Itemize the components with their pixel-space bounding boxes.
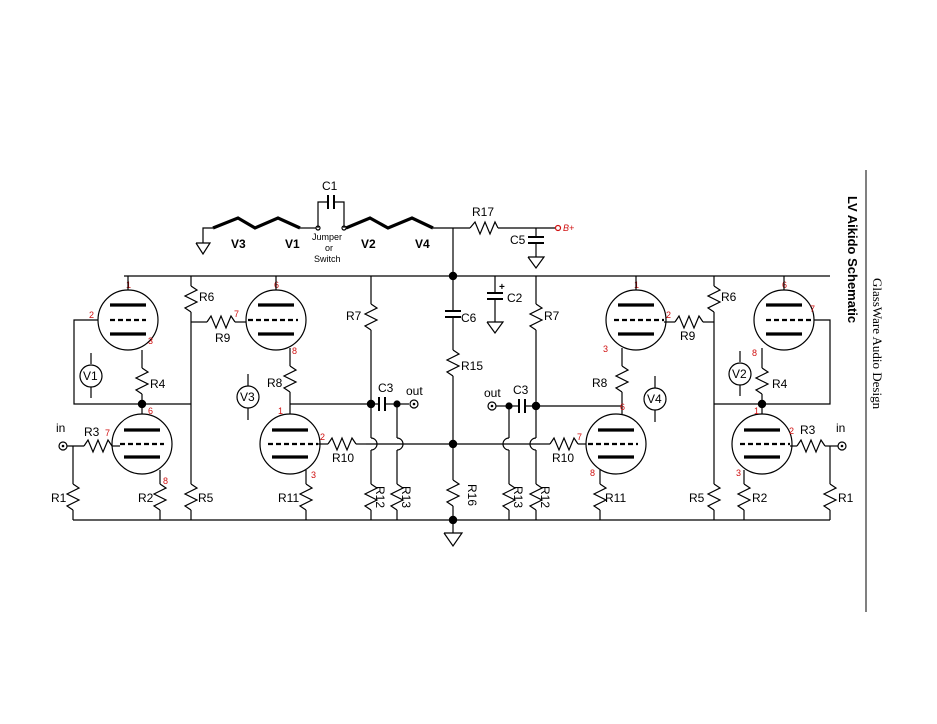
heater-string: V3 V1 V2 V4 C1 Jumper or Switch — [195, 179, 470, 264]
heater-label-v3: V3 — [231, 237, 246, 251]
label-r4-right: R4 — [772, 377, 788, 391]
jumper-text-1: Jumper — [312, 232, 342, 242]
label-r12-left: R12 — [373, 486, 387, 508]
ground-symbol-c2 — [486, 321, 505, 335]
jumper-text-2: or — [325, 243, 333, 253]
label-v1: V1 — [83, 369, 98, 383]
svg-text:3: 3 — [148, 336, 153, 346]
ground-symbol — [195, 242, 212, 256]
label-r1-left: R1 — [51, 491, 67, 505]
svg-text:1: 1 — [754, 406, 759, 416]
heater-label-v1: V1 — [285, 237, 300, 251]
label-r8-left: R8 — [267, 376, 283, 390]
bplus-label: B+ — [563, 223, 574, 233]
tube-v1-top: 1 2 3 — [89, 280, 159, 351]
svg-text:6: 6 — [148, 406, 153, 416]
label-r2-right: R2 — [752, 491, 768, 505]
label-r17: R17 — [472, 205, 494, 219]
label-r6-left: R6 — [199, 290, 215, 304]
label-r10-left: R10 — [332, 451, 354, 465]
svg-text:8: 8 — [590, 468, 595, 478]
svg-text:8: 8 — [163, 476, 168, 486]
svg-text:3: 3 — [736, 468, 741, 478]
label-r16: R16 — [465, 484, 479, 506]
label-v2: V2 — [732, 367, 747, 381]
ground-symbol-main — [443, 532, 464, 548]
label-r12-right: R12 — [538, 486, 552, 508]
output-label-left: out — [406, 384, 423, 398]
tube-v4-top: 1 2 3 — [603, 280, 671, 354]
company-name: GlassWare Audio Design — [870, 278, 885, 410]
label-r5-right: R5 — [689, 491, 705, 505]
tube-v2-top: 6 7 8 — [752, 280, 815, 358]
input-label-right: in — [836, 421, 845, 435]
output-label-right: out — [484, 386, 501, 400]
heater-label-v4: V4 — [415, 237, 430, 251]
label-v4: V4 — [647, 392, 662, 406]
svg-text:8: 8 — [752, 348, 757, 358]
svg-text:6: 6 — [620, 402, 625, 412]
label-r11-right: R11 — [605, 491, 626, 505]
svg-text:8: 8 — [292, 346, 297, 356]
label-r4-left: R4 — [150, 377, 166, 391]
svg-text:+: + — [499, 282, 505, 293]
ground-symbol-c5 — [527, 256, 546, 270]
svg-text:2: 2 — [89, 310, 94, 320]
tube-v1-bottom: 6 7 8 — [105, 406, 173, 486]
svg-text:2: 2 — [666, 310, 671, 320]
svg-text:2: 2 — [789, 426, 794, 436]
label-r7-right: R7 — [544, 309, 560, 323]
label-r7-left: R7 — [346, 309, 362, 323]
capacitor-c2: + C2 — [486, 276, 523, 335]
label-r10-right: R10 — [552, 451, 574, 465]
label-r2-left: R2 — [138, 491, 154, 505]
label-r1-right: R1 — [838, 491, 854, 505]
label-r8-right: R8 — [592, 376, 608, 390]
power-rail — [73, 271, 830, 548]
svg-text:7: 7 — [810, 304, 815, 314]
label-r9-left: R9 — [215, 331, 231, 345]
label-v3: V3 — [240, 390, 255, 404]
svg-text:1: 1 — [278, 406, 283, 416]
label-c1: C1 — [322, 179, 338, 193]
label-r6-right: R6 — [721, 290, 737, 304]
svg-text:2: 2 — [320, 432, 325, 442]
label-r13-left: R13 — [399, 486, 413, 508]
tube-v2-bottom: 1 2 3 — [731, 406, 794, 478]
label-r15: R15 — [461, 359, 483, 373]
heater-label-v2: V2 — [361, 237, 376, 251]
svg-text:7: 7 — [577, 432, 582, 442]
centre-column: C6 R15 R16 — [366, 276, 540, 520]
svg-text:3: 3 — [311, 470, 316, 480]
svg-text:3: 3 — [603, 344, 608, 354]
label-c3-left: C3 — [378, 381, 394, 395]
tube-v3-bottom: 1 2 3 — [259, 406, 325, 480]
svg-text:7: 7 — [105, 428, 110, 438]
tube-v3-top: 6 7 8 — [234, 280, 307, 356]
label-r5-left: R5 — [198, 491, 214, 505]
label-c3-right: C3 — [513, 383, 529, 397]
tube-v4-bottom: 6 7 8 — [577, 402, 647, 478]
label-r13-right: R13 — [511, 486, 525, 508]
input-label-left: in — [56, 421, 65, 435]
bplus-terminal — [554, 224, 562, 232]
label-r3-left: R3 — [84, 425, 100, 439]
label-r11-left: R11 — [278, 491, 299, 505]
label-c6: C6 — [461, 311, 477, 325]
label-c2: C2 — [507, 291, 523, 305]
label-c5: C5 — [510, 233, 526, 247]
schematic-title: LV Aikido Schematic — [845, 196, 860, 323]
jumper-text-3: Switch — [314, 254, 341, 264]
svg-text:7: 7 — [234, 309, 239, 319]
supply-section: R17 B+ C5 — [452, 205, 574, 276]
right-channel: R13 R7 R12 out C3 R10 1 2 — [484, 276, 854, 520]
left-channel: 1 2 3 R4 V1 6 7 8 in R3 — [51, 276, 423, 520]
label-r9-right: R9 — [680, 329, 696, 343]
label-r3-right: R3 — [800, 423, 816, 437]
